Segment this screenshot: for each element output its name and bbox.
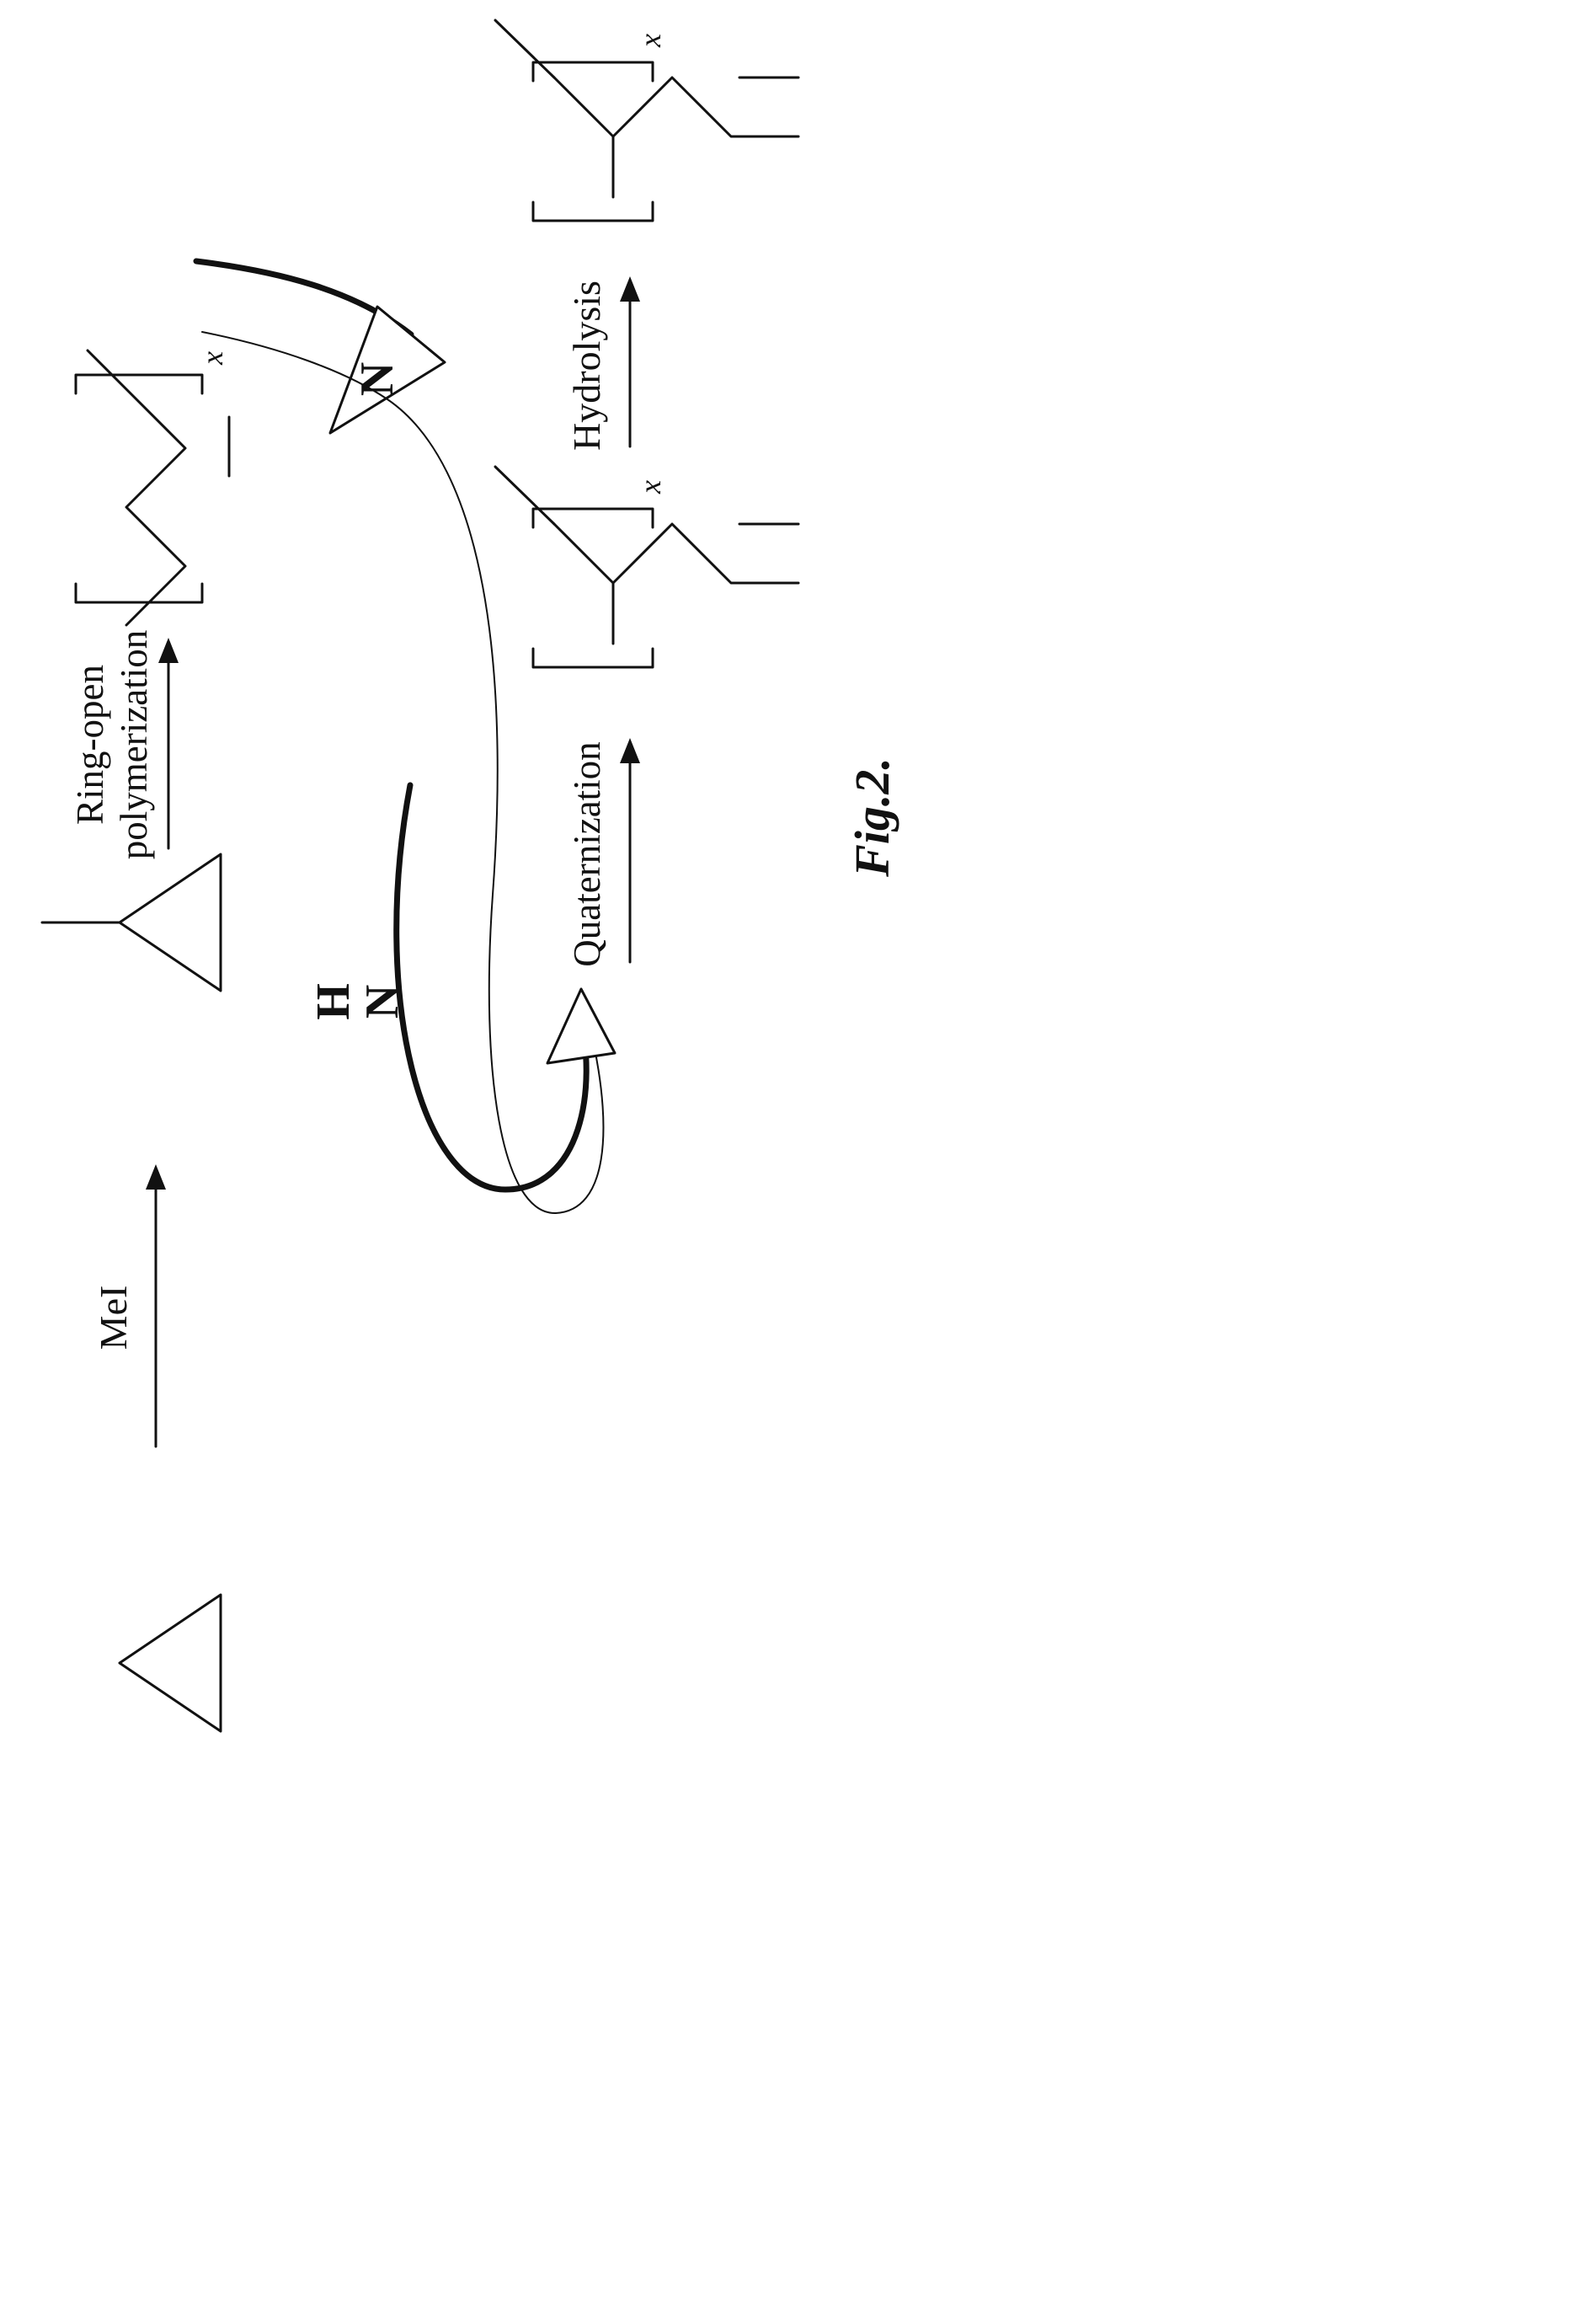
repeat-subscript-x: x bbox=[633, 480, 667, 495]
backbone-zigzag bbox=[552, 522, 800, 585]
hydrolysis-arrow: Hydrolysis bbox=[565, 276, 640, 451]
mei-label: MeI bbox=[92, 1286, 135, 1350]
arrow-head bbox=[620, 738, 640, 763]
ring-open-label-line1: Ring-open bbox=[69, 665, 111, 825]
repeat-subscript-x: x bbox=[195, 351, 229, 366]
repeat-subscript-x: x bbox=[633, 34, 667, 48]
chain-entry-bond bbox=[494, 19, 556, 79]
n-methylaziridine-triangle bbox=[40, 853, 222, 992]
mei-arrow: MeI bbox=[92, 1164, 166, 1448]
coil-h-label: H bbox=[307, 983, 360, 1020]
polymer-structure-linear: x bbox=[74, 349, 231, 627]
hollow-arrow-head bbox=[328, 305, 446, 435]
arrow-head bbox=[146, 1164, 166, 1190]
ring-open-label-line2: polymerization bbox=[113, 630, 155, 859]
polymer-structure-quaternized: x bbox=[494, 465, 800, 669]
triangle-ring-bond bbox=[118, 853, 222, 992]
coil-n-label: N bbox=[351, 362, 403, 396]
ring-open-arrow: Ring-open polymerization bbox=[69, 630, 179, 859]
polymer-structure-hydrolyzed: x bbox=[494, 19, 800, 222]
hydrolysis-label: Hydrolysis bbox=[565, 281, 608, 451]
coil-arrow-nh: H N bbox=[307, 782, 617, 1193]
arrow-head bbox=[158, 638, 179, 663]
coil-arrow-n: N bbox=[193, 258, 446, 435]
backbone-zigzag bbox=[86, 349, 187, 627]
coil-thin-connector-curve bbox=[201, 331, 605, 1215]
left-bracket bbox=[531, 201, 654, 222]
right-bracket bbox=[531, 61, 654, 83]
aziridine-triangle bbox=[118, 1593, 222, 1733]
chain-entry-bond bbox=[494, 465, 556, 526]
figure-caption: Fig.2. bbox=[845, 757, 899, 878]
arrow-head bbox=[620, 276, 640, 302]
quaternization-label: Quaternization bbox=[566, 741, 608, 966]
quaternization-arrow: Quaternization bbox=[566, 738, 640, 967]
hollow-arrow-head bbox=[546, 987, 617, 1065]
backbone-zigzag bbox=[552, 76, 800, 138]
left-bracket bbox=[74, 582, 204, 604]
coil-thick-c-curve bbox=[393, 782, 590, 1193]
right-bracket bbox=[531, 507, 654, 529]
triangle-ring-bond bbox=[118, 1593, 222, 1733]
right-bracket bbox=[74, 373, 204, 395]
left-bracket bbox=[531, 647, 654, 669]
